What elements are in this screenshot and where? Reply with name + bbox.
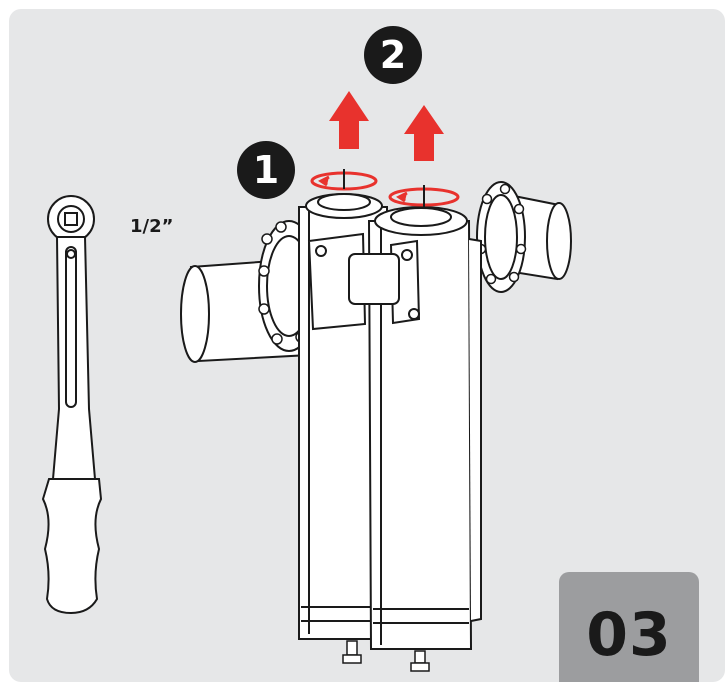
step-number: 03 — [586, 600, 672, 670]
right-pipe — [476, 181, 572, 293]
wrench-size-label: 1/2” — [130, 216, 174, 237]
drain-plugs — [342, 640, 430, 672]
connector-block — [307, 232, 421, 331]
lift-arrow-left — [329, 91, 369, 149]
sequence-circle-2 — [364, 26, 422, 84]
step-badge: 03 — [559, 572, 699, 682]
instruction-panel: 1 2 1/2” 03 — [9, 9, 725, 682]
lift-arrow-right — [404, 105, 444, 161]
sequence-number-2: 2 — [379, 33, 407, 77]
sequence-circle-1 — [237, 141, 295, 199]
torque-wrench-icon — [41, 195, 103, 615]
filter-housing-front — [367, 206, 482, 650]
filter-assembly-illustration — [41, 26, 572, 672]
sequence-number-1: 1 — [252, 148, 280, 192]
